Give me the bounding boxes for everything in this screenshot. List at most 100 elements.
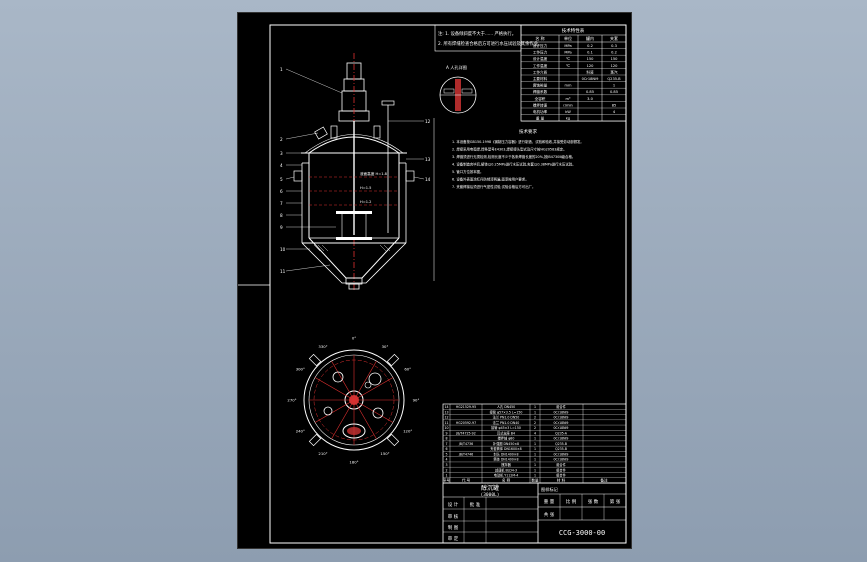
level-label-2: H=1.5 <box>360 186 371 190</box>
bom-cell: 法兰 PN1.0 DN40 <box>493 420 520 425</box>
scale-label-sheets: 张 数 <box>588 498 599 505</box>
leader-number: 10 <box>280 247 286 252</box>
bom-cell: 组合件 <box>556 404 566 409</box>
plan-angle-label: 330° <box>318 344 327 349</box>
leader-number: 2 <box>280 137 283 142</box>
bom-cell: 组合件 <box>556 462 566 467</box>
bom-cell: 13 <box>444 410 448 414</box>
leader-number: 9 <box>280 225 283 230</box>
plan-angle-label: 90° <box>413 398 420 403</box>
bom-cell: 封头 DN1400×8 <box>493 451 518 456</box>
bom-cell: 11 <box>444 421 448 425</box>
drawing-sheet: 注: 1. 设备倾斜度不大于...... 严格执行。 2. 所有焊缝检查合格后方… <box>238 13 631 548</box>
spec-cell: 全容积 <box>535 96 546 101</box>
bom-cell: 2 <box>534 416 536 420</box>
bom-cell: 12 <box>444 416 448 420</box>
spec-cell: 蒸汽 <box>610 69 618 74</box>
bom-header: 名 称 <box>502 478 511 483</box>
leader-number: 8 <box>280 213 283 218</box>
tech-req-line: 5. 管口方位按本图。 <box>452 169 483 174</box>
spec-cell: 0.1 <box>587 51 593 55</box>
bom-cell: 组合件 <box>556 467 566 472</box>
bom-cell: 10 <box>444 426 448 430</box>
bom-cell: 1 <box>534 437 536 441</box>
level-label-3: H=1.2 <box>360 200 371 204</box>
spec-header-vessel: 罐内 <box>586 35 594 41</box>
bom-cell: 2 <box>534 421 536 425</box>
bom-cell: 搅拌轴 φ80 <box>498 436 515 441</box>
leader-number: 3 <box>280 151 283 156</box>
plan-angle-label: 150° <box>380 451 389 456</box>
bom-cell: 补强圈 DN450×8 <box>493 441 519 446</box>
spec-cell: 工作介质 <box>533 69 548 74</box>
tech-req-line: 3. 焊缝须进行无损检测,检测长度不少于各条焊缝长度的20%,按JB4730Ⅲ级… <box>452 154 575 159</box>
spec-cell: 1 <box>613 84 615 88</box>
leader-number: 6 <box>280 189 283 194</box>
spec-cell: kg <box>566 117 570 121</box>
bom-cell: 5 <box>445 452 447 456</box>
spec-cell: ℃ <box>566 57 570 61</box>
tech-req-line: 7. 夹套焊接后须进行气密性试验,试验合格后方可出厂。 <box>452 184 535 189</box>
leader-number: 12 <box>425 119 431 124</box>
leader-number: 7 <box>280 201 283 206</box>
bom-cell: JB/T4736 <box>458 442 473 446</box>
bom-cell: 夹套筒体 DN1600×8 <box>490 446 521 451</box>
bom-cell: 0Cr18Ni9 <box>554 458 569 462</box>
leader-number: 5 <box>280 177 283 182</box>
bom-cell: 2 <box>445 468 447 472</box>
scale-label-weight: 重 量 <box>544 498 555 505</box>
bom-cell: 1 <box>534 410 536 414</box>
bom-cell: 1 <box>445 474 447 478</box>
tech-title: 技术要求 <box>519 128 537 135</box>
bom-cell: 1 <box>534 447 536 451</box>
bom-cell: 0Cr18Ni9 <box>554 416 569 420</box>
tb-label-sign: 批 准 <box>470 501 481 508</box>
title-block: 醇沉罐 (3000L) 图样标记 重 量 比 例 张 数 第 张 共 张 CCG… <box>442 482 627 544</box>
bom-cell: 电动机 Y112M-4 <box>494 473 519 478</box>
spec-cell: 3.0 <box>587 97 593 101</box>
spec-cell: 0.85 <box>586 90 594 94</box>
spec-cell: Q235-B <box>607 77 621 81</box>
note-top-1: 注: 1. 设备倾斜度不大于...... 严格执行。 <box>438 30 516 37</box>
tech-req-line: 1. 本设备按GB150-1998《钢制压力容器》进行制造、试验和验收,并接受劳… <box>452 139 584 144</box>
bom-cell: 0Cr18Ni9 <box>554 426 569 430</box>
spec-cell: 0.3 <box>611 44 617 48</box>
bom-cell: 组合件 <box>556 473 566 478</box>
spec-cell: 0Cr18Ni9 <box>582 77 600 81</box>
tb-label-design: 设 计 <box>448 501 459 508</box>
bom-cell: 4 <box>534 431 536 435</box>
spec-cell: 120 <box>587 64 595 68</box>
notes-top-box <box>434 24 522 52</box>
bom-cell: 1 <box>534 442 536 446</box>
bom-cell: 0Cr18Ni9 <box>554 452 569 456</box>
spec-cell: 料液 <box>586 69 594 74</box>
bom-cell: 6 <box>445 447 447 451</box>
leader-number: 11 <box>280 269 286 274</box>
drawing-name: 醇沉罐 <box>481 484 499 492</box>
bom-cell: 0Cr18Ni9 <box>554 437 569 441</box>
bom-cell: 减速机 BLD4-3 <box>495 467 517 472</box>
plan-angle-label: 180° <box>349 460 358 465</box>
tb-label-review: 审 核 <box>448 513 459 520</box>
detail-a: A 人孔详图 <box>439 64 477 114</box>
bom-cell: 搅拌器 <box>501 462 511 467</box>
spec-cell: 搅拌转速 <box>533 102 548 107</box>
spec-cell: kW <box>565 110 571 114</box>
plan-angle-label: 240° <box>296 429 305 434</box>
leader-number: 4 <box>280 163 283 168</box>
bom-cell: 人孔 DN450 <box>497 404 515 409</box>
spec-cell: 腐蚀裕量 <box>533 83 548 88</box>
plan-angle-label: 300° <box>296 367 305 372</box>
bom-cell: 1 <box>534 463 536 467</box>
scale-label-sheet-no: 第 张 <box>610 498 621 505</box>
spec-cell: 150 <box>587 57 595 61</box>
drawing-capacity: (3000L) <box>481 492 500 498</box>
bom-cell: JB/T4746 <box>458 452 473 456</box>
spec-cell: 主要材料 <box>533 76 548 81</box>
spec-cell: m³ <box>566 97 572 101</box>
bom-cell: 4 <box>445 458 447 462</box>
bom-cell: 接管 φ57×3.5 L=150 <box>490 409 523 414</box>
